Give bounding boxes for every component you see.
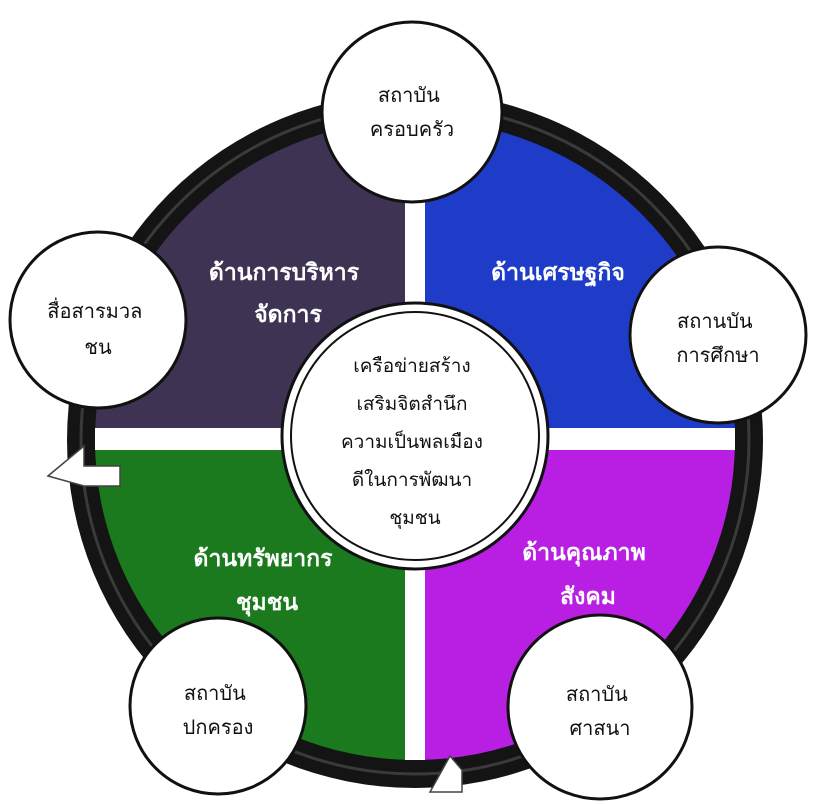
satellite-government-label: สถาบัน ปกครอง [183,681,254,739]
satellite-government: สถาบัน ปกครอง [128,616,308,796]
cycle-arrow-left [46,444,121,487]
satellite-religion-circle [506,613,694,801]
satellite-education: สถานบัน การศึกษา [628,245,808,425]
center-circle-inner [290,311,540,561]
satellite-education-label: สถานบัน การศึกษา [676,309,759,367]
satellite-family: สถาบัน ครอบครัว [320,20,504,204]
satellite-family-label: สถาบัน ครอบครัว [370,83,454,141]
quadrant-label-community-resources: ด้านทรัพยากร ชุมชน [194,546,341,617]
quadrant-label-administration: ด้านการบริหาร จัดการ [209,260,367,328]
satellite-government-circle [128,616,308,796]
quadrant-label-social-quality: ด้านคุณภาพ สังคม [522,540,654,610]
satellite-mass-media-circle [8,230,188,410]
satellite-mass-media: สื่อสารมวล ชน [8,230,188,410]
quadrant-label-economy: ด้านเศรษฐกิจ [491,260,625,287]
center-label: เครือข่ายสร้าง เสริมจิตสำนึก ความเป็นพลเ… [341,355,489,530]
satellite-education-circle [628,245,808,425]
satellite-mass-media-label: สื่อสารมวล ชน [47,297,148,359]
satellite-family-circle [320,20,504,204]
satellite-religion: สถาบัน ศาสนา [506,613,694,801]
satellite-religion-label: สถาบัน ศาสนา [566,682,634,740]
cycle-arrow-bottom [428,754,463,793]
